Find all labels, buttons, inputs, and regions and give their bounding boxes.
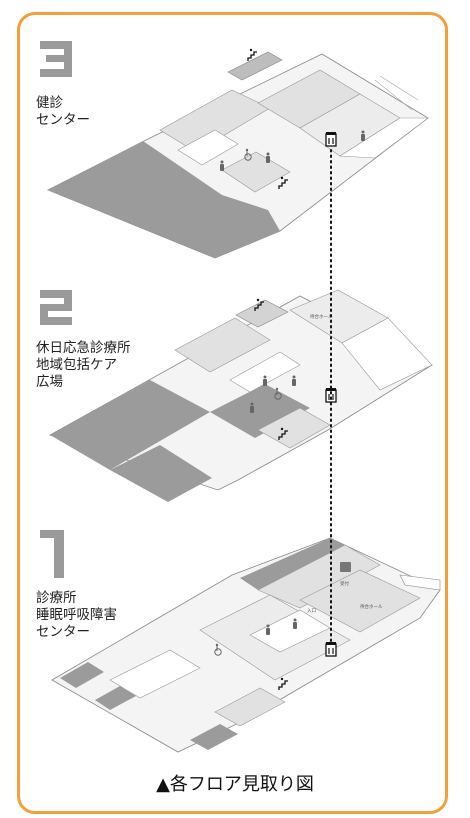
floor-3-line-1: 健診 bbox=[36, 95, 63, 111]
restroom-icon bbox=[263, 375, 267, 386]
elevator-icon bbox=[325, 641, 337, 657]
room-label-lobby: 待合ホール bbox=[360, 603, 383, 610]
floor-2-line-2: 地域包括ケア bbox=[36, 357, 117, 373]
restroom-icon bbox=[293, 618, 297, 629]
restroom-icon bbox=[266, 152, 270, 163]
restroom-icon bbox=[292, 375, 296, 386]
reception-icon bbox=[340, 562, 351, 572]
figure-caption: ▲各フロア見取り図 bbox=[156, 774, 314, 795]
restroom-icon bbox=[266, 624, 270, 635]
elevator-icon bbox=[325, 131, 337, 147]
restroom-icon bbox=[361, 130, 365, 141]
floor-3-label: 健診 センター bbox=[36, 95, 90, 129]
floor-2-line-1: 休日応急診療所 bbox=[36, 340, 131, 356]
floor-number-3 bbox=[40, 41, 72, 77]
floor-2-map: 待合ホール bbox=[40, 289, 433, 502]
floor-3-map bbox=[40, 41, 429, 259]
floor-2-label: 休日応急診療所 地域包括ケア 広場 bbox=[36, 340, 131, 391]
floor-1-map: 待合ホール 受付 入口 bbox=[40, 530, 441, 753]
floor-2-line-3: 広場 bbox=[36, 374, 63, 390]
floor-1-line-1: 診療所 bbox=[36, 590, 77, 606]
room-label-reception: 受付 bbox=[340, 580, 349, 587]
restroom-icon bbox=[250, 402, 254, 413]
floor-3-line-2: センター bbox=[36, 112, 90, 128]
room-label-entrance: 入口 bbox=[307, 608, 316, 614]
floor-number-1 bbox=[40, 530, 64, 578]
floor-1-line-2: 睡眠呼吸障害 bbox=[36, 607, 117, 623]
floor-number-2 bbox=[40, 290, 72, 325]
restroom-icon bbox=[220, 160, 224, 171]
room-label-lobby: 待合ホール bbox=[310, 313, 333, 320]
floor-1-line-3: センター bbox=[36, 624, 90, 640]
floor-1-label: 診療所 睡眠呼吸障害 センター bbox=[36, 590, 117, 641]
